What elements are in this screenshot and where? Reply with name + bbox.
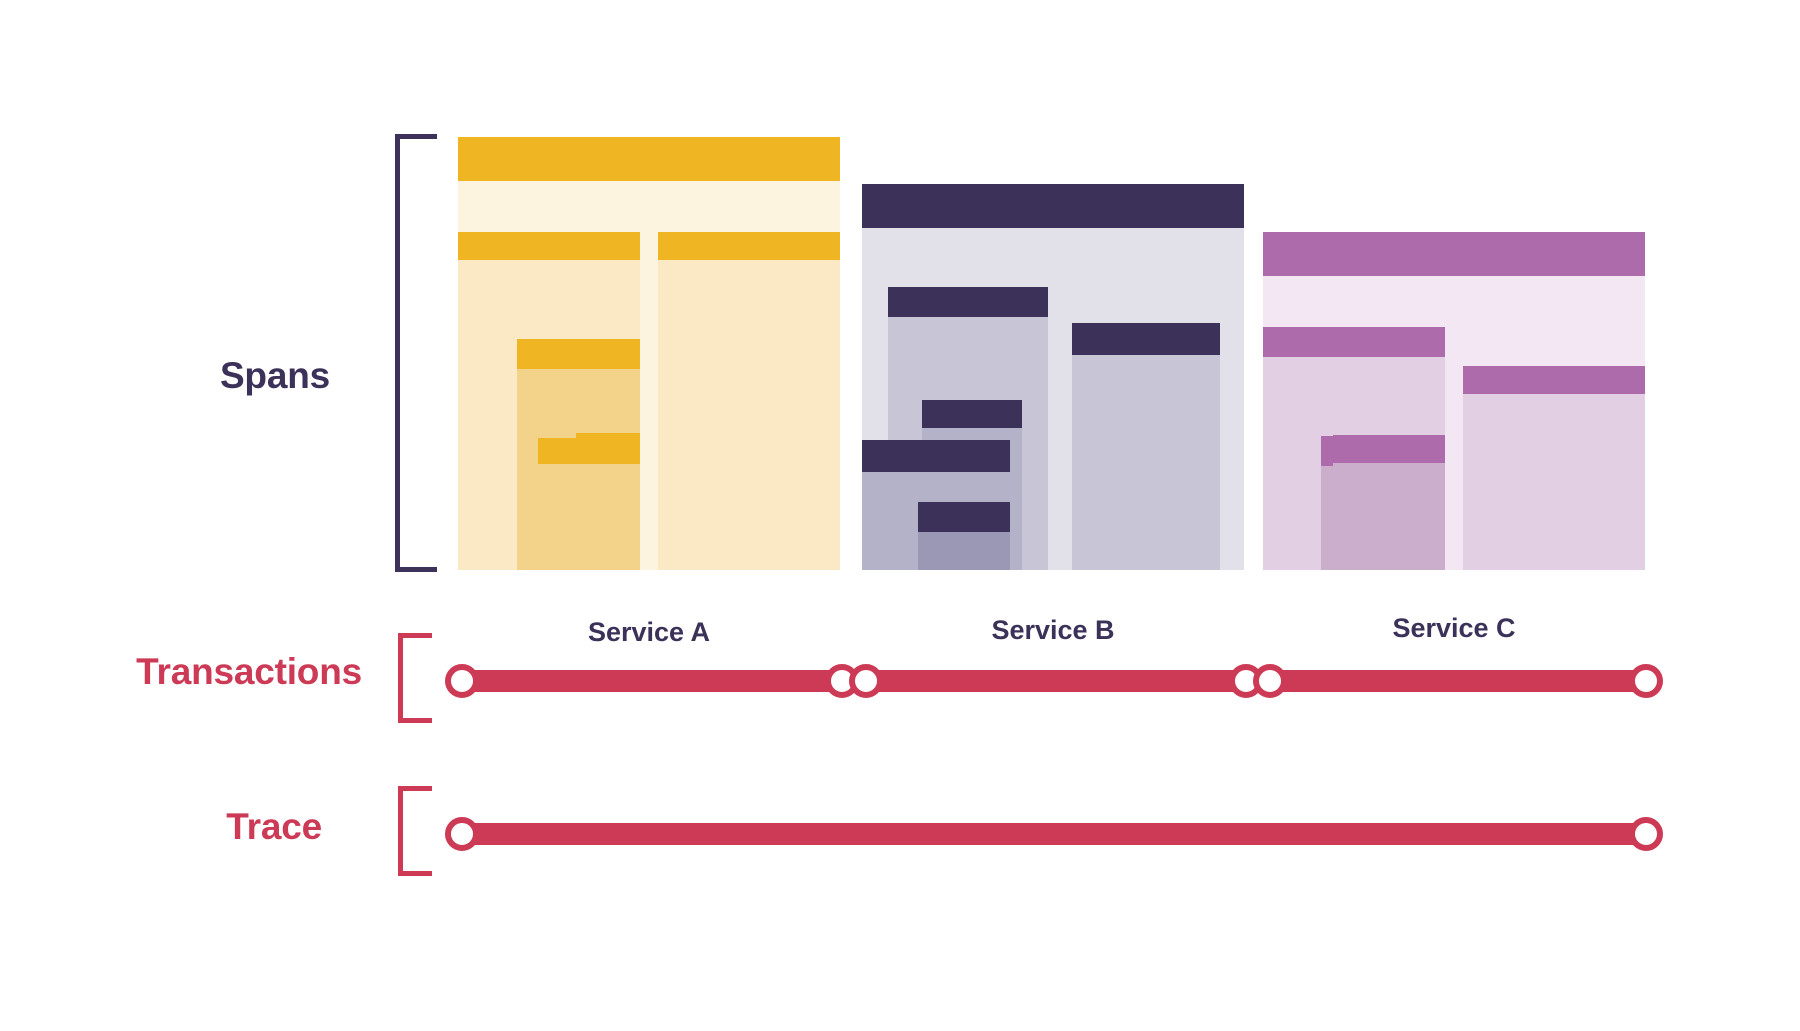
span-group-1-outer-header: [458, 137, 840, 181]
trace-timeline-start-dot-1[interactable]: [445, 817, 479, 851]
row-label-spans: Spans: [219, 355, 330, 396]
span-group-3-transaction2-header: [1463, 366, 1645, 394]
span-group-2-transaction1-span1-header: [922, 400, 1022, 428]
transactions-timeline: [0, 0, 1800, 698]
spans-chart: [458, 137, 1645, 570]
trace-timeline-segment-1[interactable]: [462, 823, 1646, 845]
span-group-3-transaction1-header: [1263, 327, 1445, 357]
span-group-1-transaction2-span1-header: [538, 438, 640, 464]
span-group-1-transaction1-span1-header: [517, 339, 640, 369]
service-label-a: Service A: [587, 617, 711, 647]
service-label-c: Service C: [1392, 613, 1516, 643]
span-group-3-transaction2-span1-header: [1333, 435, 1445, 463]
transactions-timeline-end-dot-3[interactable]: [1629, 664, 1663, 698]
span-group-1-transaction2: [658, 232, 840, 570]
span-group-3-transaction2-span1: [1333, 435, 1445, 570]
transactions-timeline-segment-2[interactable]: [866, 670, 1246, 692]
span-group-1-transaction2-span1: [538, 438, 640, 570]
span-group-2-outer-header: [862, 184, 1244, 228]
span-group-2-transaction2: [1072, 323, 1220, 570]
span-group-2-transaction1-header: [888, 287, 1048, 317]
row-label-trace: Trace: [226, 806, 322, 847]
span-group-2-transaction2-header: [1072, 323, 1220, 355]
trace-timeline-end-dot-1[interactable]: [1629, 817, 1663, 851]
transactions-timeline-segment-1[interactable]: [462, 670, 842, 692]
trace-timeline: [0, 0, 1800, 851]
transactions-timeline-segment-3[interactable]: [1270, 670, 1646, 692]
transactions-timeline-start-dot-2[interactable]: [849, 664, 883, 698]
row-label-transactions: Transactions: [136, 651, 362, 692]
bracket-spans: [395, 134, 437, 572]
bracket-trace: [398, 786, 432, 876]
bracket-transactions: [398, 633, 432, 723]
span-group-2-transaction2-span1-span1: [918, 502, 1010, 570]
transactions-timeline-start-dot-3[interactable]: [1253, 664, 1287, 698]
service-label-b: Service B: [991, 615, 1115, 645]
span-group-1-transaction1-header: [458, 232, 640, 260]
span-group-2-transaction2-span1-span1-header: [918, 502, 1010, 532]
span-group-3-outer-header: [1263, 232, 1645, 276]
span-group-1-transaction2-header: [658, 232, 840, 260]
span-group-2-transaction2-span1-header: [862, 440, 1010, 472]
span-group-3-transaction2: [1463, 366, 1645, 570]
transactions-timeline-start-dot-1[interactable]: [445, 664, 479, 698]
